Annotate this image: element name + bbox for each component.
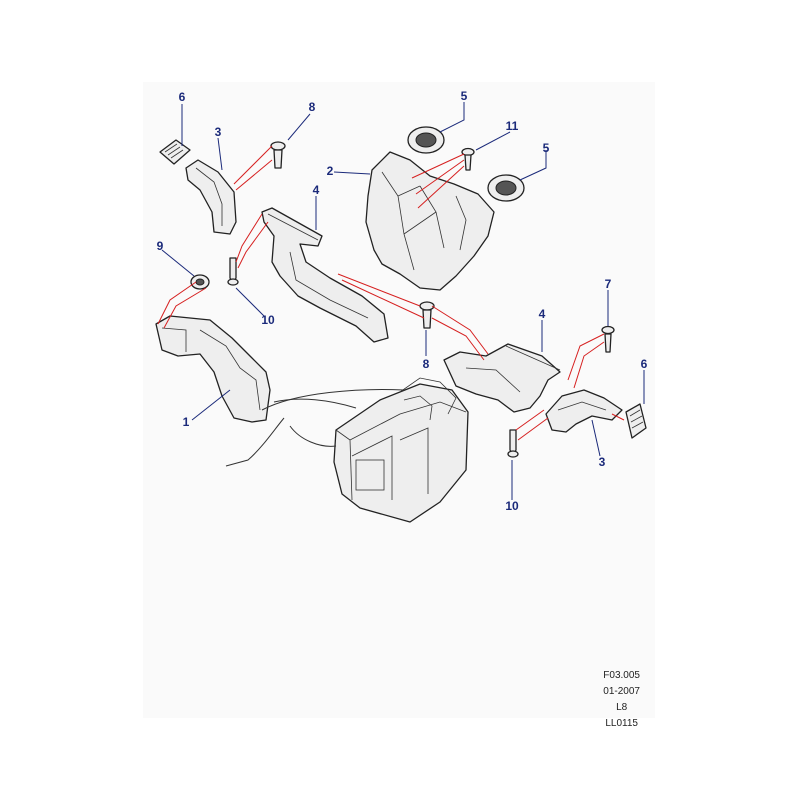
callout-6: 6 xyxy=(179,90,186,104)
leader-lines xyxy=(161,102,645,500)
callout-7: 7 xyxy=(605,277,612,291)
callout-8: 8 xyxy=(309,100,316,114)
part-screw-right xyxy=(507,429,519,458)
callout-10: 10 xyxy=(505,499,519,513)
part-clip-11 xyxy=(461,147,475,171)
callout-11: 11 xyxy=(506,119,519,133)
model-code: L8 xyxy=(616,702,628,713)
callout-6: 6 xyxy=(641,357,648,371)
part-large-duct-left xyxy=(155,315,271,423)
part-distribution-housing xyxy=(365,151,495,291)
callout-8: 8 xyxy=(423,357,430,371)
revision-date: 01-2007 xyxy=(603,686,640,697)
part-ring-seal-upper xyxy=(407,126,445,154)
connector-lines xyxy=(157,145,625,441)
part-push-clip-left xyxy=(270,141,286,169)
callout-labels: 6 3 8 5 11 5 2 4 9 10 7 4 8 6 1 3 10 xyxy=(157,89,648,513)
part-center-duct-lower xyxy=(443,343,561,413)
callout-5: 5 xyxy=(461,89,468,103)
callout-2: 2 xyxy=(327,164,334,178)
part-ring-seal-right xyxy=(487,174,525,202)
callout-4: 4 xyxy=(539,307,546,321)
callout-1: 1 xyxy=(183,415,190,429)
part-vent-grille-right xyxy=(625,403,647,439)
reference-block: F03.005 01-2007 L8 LL0115 xyxy=(603,668,640,732)
figure-number: F03.005 xyxy=(603,670,640,681)
illustration-code: LL0115 xyxy=(605,718,638,729)
part-grommet xyxy=(190,274,210,290)
part-clip-7 xyxy=(601,325,615,353)
part-small-duct-left xyxy=(185,159,237,235)
part-center-duct-upper xyxy=(261,207,389,343)
heater-assembly xyxy=(333,377,469,523)
callout-10: 10 xyxy=(261,313,275,327)
callout-9: 9 xyxy=(157,239,164,253)
callout-4: 4 xyxy=(313,183,320,197)
part-screw-left xyxy=(227,257,239,286)
callout-3: 3 xyxy=(599,455,606,469)
part-push-clip-center xyxy=(419,301,435,329)
callout-3: 3 xyxy=(215,125,222,139)
control-cables xyxy=(225,389,405,467)
callout-5: 5 xyxy=(543,141,550,155)
part-vent-grille-left xyxy=(159,139,191,165)
part-small-duct-right xyxy=(545,389,623,433)
